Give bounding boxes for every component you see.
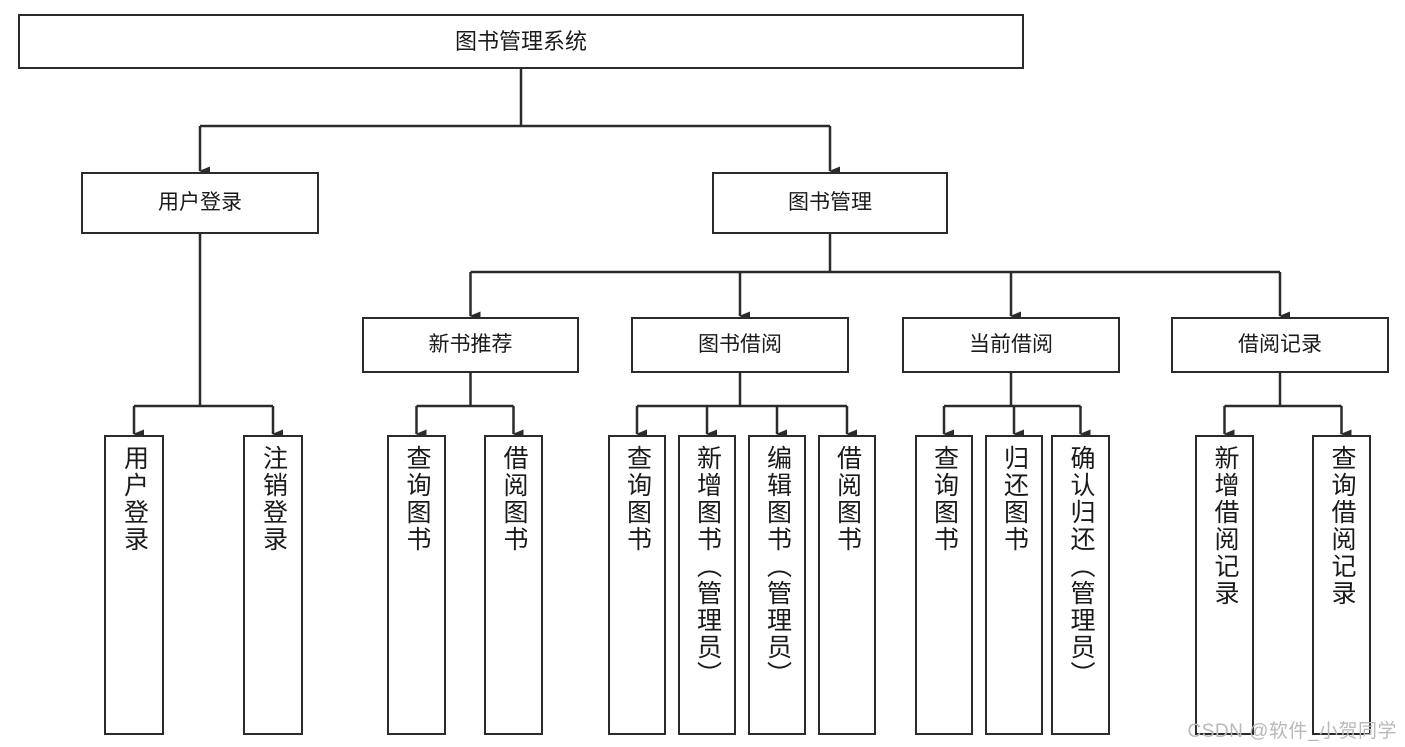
node-leaf-logout[interactable]: 注销登录 [243,435,303,735]
node-label: 查询图书 [403,445,431,553]
node-borrow[interactable]: 图书借阅 [631,317,849,373]
node-label: 借阅图书 [833,445,862,553]
node-current[interactable]: 当前借阅 [902,317,1120,373]
node-leaf-query-book-new[interactable]: 查询图书 [387,435,446,735]
node-label: 查询图书 [623,445,652,553]
node-label: 编辑图书（管理员） [763,445,792,688]
node-records[interactable]: 借阅记录 [1171,317,1389,373]
node-leaf-borrow-book-new[interactable]: 借阅图书 [484,435,543,735]
node-label: 借阅图书 [500,445,528,553]
connector-group [132,69,1352,439]
node-label: 新书推荐 [428,332,513,356]
node-leaf-add-record[interactable]: 新增借阅记录 [1195,435,1254,735]
node-label: 借阅记录 [1238,332,1322,356]
node-label: 用户登录 [120,445,149,553]
node-leaf-borrow-book[interactable]: 借阅图书 [818,435,876,735]
node-leaf-query-book-cur[interactable]: 查询图书 [915,435,973,735]
node-label: 用户登录 [158,190,242,214]
node-label: 注销登录 [259,445,288,553]
node-label: 图书管理系统 [454,28,587,54]
node-label: 查询图书 [930,445,959,553]
node-label: 新增借阅记录 [1211,445,1239,607]
node-leaf-return-book[interactable]: 归还图书 [985,435,1043,735]
node-leaf-confirm-return[interactable]: 确认归还（管理员） [1051,435,1110,735]
node-label: 图书借阅 [698,332,782,356]
node-leaf-query-book[interactable]: 查询图书 [608,435,666,735]
node-bookmgmt[interactable]: 图书管理 [712,172,948,234]
node-label: 确认归还（管理员） [1067,445,1095,688]
node-label: 归还图书 [1000,445,1029,553]
node-login[interactable]: 用户登录 [81,172,319,234]
node-leaf-edit-book[interactable]: 编辑图书（管理员） [748,435,806,735]
node-label: 新增图书（管理员） [693,445,722,688]
node-label: 图书管理 [788,190,872,214]
node-root[interactable]: 图书管理系统 [18,14,1024,69]
node-newbook[interactable]: 新书推荐 [362,317,579,373]
node-label: 查询借阅记录 [1328,445,1356,607]
node-leaf-query-record[interactable]: 查询借阅记录 [1312,435,1371,735]
node-leaf-add-book[interactable]: 新增图书（管理员） [678,435,736,735]
node-leaf-user-login[interactable]: 用户登录 [104,435,164,735]
node-label: 当前借阅 [969,332,1053,356]
